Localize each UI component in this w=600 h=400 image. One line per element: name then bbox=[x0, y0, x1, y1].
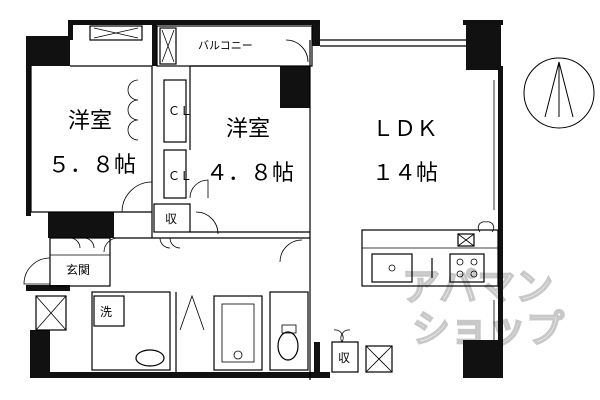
entrance-frame bbox=[49, 237, 111, 287]
closet-lower-frame bbox=[163, 149, 187, 199]
room-ldk-name: ＬＤＫ bbox=[372, 117, 438, 142]
column-top-right bbox=[466, 20, 501, 70]
storage-lower-label: 収 bbox=[338, 351, 350, 365]
room-ldk-size: １４帖 bbox=[372, 161, 438, 186]
column-bottom-mid bbox=[314, 342, 320, 378]
walls bbox=[26, 20, 503, 378]
room-labels: 洋室 ５．８帖 洋室 ４．８帖 ＬＤＫ １４帖 バルコニー ＣＬ ＣＬ 収 収 … bbox=[48, 39, 438, 365]
watermark-line-1: アパマン bbox=[402, 265, 553, 309]
watermark: アパマン ショップ bbox=[401, 264, 565, 352]
wall-left bbox=[26, 66, 31, 216]
storage-upper-frame bbox=[153, 203, 191, 233]
column-top-mid bbox=[312, 20, 320, 46]
column-bottom-left bbox=[30, 330, 50, 376]
room-western-1-name: 洋室 bbox=[68, 109, 112, 134]
column-top-left bbox=[26, 36, 70, 66]
partitions bbox=[23, 25, 499, 380]
balcony-label: バルコニー bbox=[198, 39, 253, 52]
wall-top-left bbox=[68, 20, 156, 25]
closet-lower-label: ＣＬ bbox=[168, 169, 192, 183]
column-bottom-right bbox=[463, 340, 503, 378]
room-western-2-size: ４．８帖 bbox=[206, 161, 294, 186]
room-western-2-name: 洋室 bbox=[226, 117, 270, 142]
toilet-frame bbox=[269, 291, 309, 371]
closet-upper-frame bbox=[163, 79, 187, 143]
wall-bottom bbox=[30, 372, 330, 378]
kitchen-counter bbox=[361, 229, 499, 287]
room-western-1-size: ５．８帖 bbox=[48, 153, 136, 178]
wall-top-left-corner bbox=[68, 20, 73, 40]
washroom-label: 洗 bbox=[100, 305, 112, 319]
wall-upper-divider bbox=[152, 20, 157, 66]
north-arrow-icon bbox=[523, 57, 595, 129]
storage-upper-label: 収 bbox=[165, 212, 177, 226]
wall-right bbox=[498, 66, 503, 346]
closet-upper-label: ＣＬ bbox=[168, 104, 192, 118]
column-mid bbox=[280, 66, 310, 108]
wall-left-low bbox=[26, 285, 70, 291]
column-left-mid bbox=[48, 212, 114, 238]
storage-lower-frame bbox=[331, 341, 359, 373]
wall-top-balcony bbox=[156, 20, 320, 25]
bathtub-frame bbox=[213, 295, 263, 371]
entrance-label: 玄関 bbox=[66, 262, 90, 277]
washroom-frame bbox=[91, 291, 171, 371]
